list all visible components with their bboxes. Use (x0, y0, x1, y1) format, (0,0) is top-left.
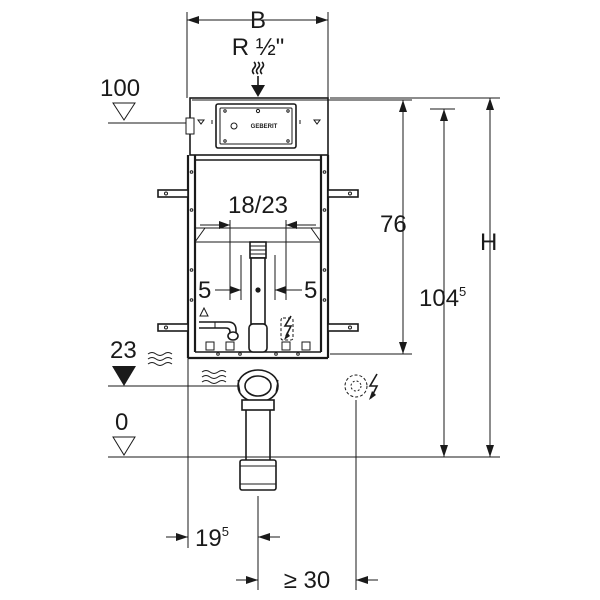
height-104-superscript: 5 (459, 284, 466, 299)
height-76-dimension: 76 (296, 99, 412, 355)
connection-label: R ½" (232, 34, 285, 61)
offset-left-label: 5 (198, 277, 211, 304)
supply-elbow (199, 306, 239, 341)
offset-bottom-label: 195 (195, 524, 229, 552)
electric-icon (280, 315, 294, 341)
drain-elbow (237, 369, 279, 491)
brand-logo: GEBERIT (251, 124, 278, 130)
height-total-label: H (480, 229, 497, 256)
height-104-main: 104 (419, 285, 459, 312)
height-76-label: 76 (380, 211, 407, 238)
level-100-label: 100 (100, 75, 140, 102)
water-connection: R ½" (232, 34, 285, 97)
electric-outlet-icon (344, 373, 379, 400)
level-0-label: 0 (115, 409, 128, 436)
offset-bottom-dimension: 195 (166, 358, 280, 590)
height-104-label: 1045 (419, 284, 466, 312)
height-104-dimension: 1045 (419, 108, 466, 457)
lower-wall-brackets (157, 323, 359, 332)
width-dimension: B (186, 7, 329, 98)
water-wave-icon (147, 352, 173, 366)
center-mark (255, 287, 261, 293)
water-wave-icon (251, 61, 265, 75)
level-0-marker: 0 (108, 409, 500, 458)
min-clearance-label: ≥ 30 (284, 567, 331, 594)
min-clearance-dimension: ≥ 30 (236, 400, 378, 594)
center-spacing-dimension: 18/23 (200, 192, 316, 300)
upper-wall-brackets (157, 189, 359, 198)
width-label: B (250, 7, 266, 34)
flush-pipe (248, 241, 268, 353)
level-100-marker: 100 (100, 75, 196, 124)
offset-bottom-main: 19 (195, 525, 222, 552)
level-23-label: 23 (110, 337, 137, 364)
height-total-dimension: H (330, 97, 500, 457)
actuator-plate (215, 103, 297, 149)
installation-frame: GEBERIT (157, 97, 359, 360)
level-23-marker: 23 (108, 337, 240, 387)
offset-bottom-superscript: 5 (222, 524, 229, 539)
frame-holes (189, 170, 327, 302)
center-spacing-label: 18/23 (228, 192, 288, 219)
offset-dimensions: 5 5 (198, 277, 317, 304)
frame-base-details (205, 341, 311, 356)
offset-right-label: 5 (304, 277, 317, 304)
